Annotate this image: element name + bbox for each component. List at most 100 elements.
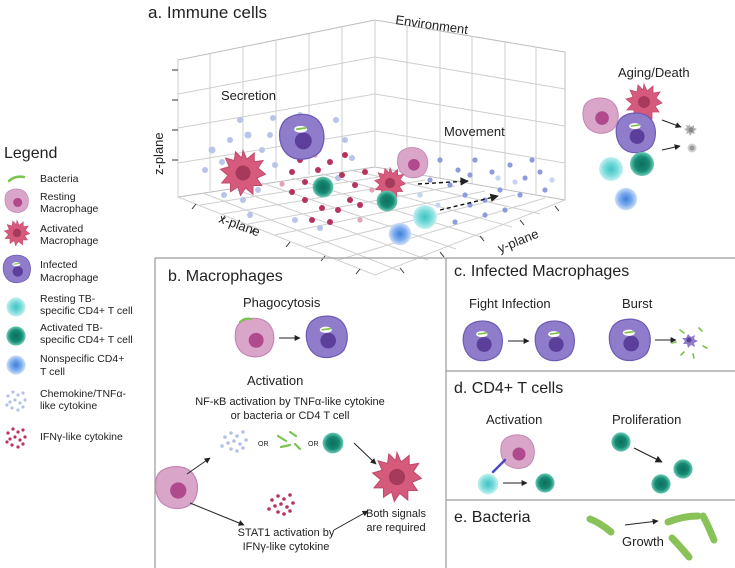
legend-label-resting-macrophage-2: Macrophage: [40, 203, 99, 215]
resting-tb-t-cell-icon: [6, 297, 26, 317]
nfkb-text-1: NF-κB activation by TNFα-like cytokine: [195, 396, 385, 408]
or-label-1: OR: [258, 441, 269, 448]
x-plane-label: x-plane: [217, 211, 262, 240]
death-arrow-1: [661, 119, 682, 128]
aging-nonspecific-t-cell: [614, 187, 638, 211]
panel-c-title: c. Infected Macrophages: [454, 263, 629, 280]
axis-ticks: [172, 69, 560, 275]
panel-e-title: e. Bacteria: [454, 509, 531, 526]
panel-a-title: a. Immune cells: [148, 3, 267, 22]
bacterium-dividing-2: [699, 512, 718, 544]
d-resting-t-cell: [477, 473, 499, 495]
nfkb-branch-arrow: [186, 457, 211, 475]
ifng-cytokine-icon: [5, 427, 27, 449]
activation-label-b: Activation: [247, 373, 303, 388]
growth-arrow: [624, 518, 659, 526]
both-signals-text-2: are required: [366, 522, 425, 534]
legend-label-nonspecific-t-cell-1: Nonspecific CD4+: [40, 353, 124, 365]
stat1-branch-arrow: [189, 502, 245, 526]
bacterium-dividing-3: [668, 534, 693, 561]
daughter-t-cell-1: [673, 459, 693, 479]
d-activated-t-cell: [535, 473, 555, 493]
infected-macrophage-secreting: [278, 113, 325, 161]
nfkb-text-2: or bacteria or CD4 T cell: [231, 410, 350, 422]
activated-t-cell-moving: [376, 190, 398, 212]
aging-resting-t-cell: [599, 157, 623, 181]
y-plane-label: y-plane: [496, 226, 541, 256]
death-arrow-2: [661, 144, 681, 151]
panel-b-activated-macrophage: [372, 452, 422, 502]
bacterium-dividing-1: [664, 512, 702, 526]
legend: Legend Bacteria Resting Macrophage Activ…: [2, 145, 133, 449]
activated-t-cell-secreting: [312, 176, 334, 198]
legend-label-activated-tb-t-cell-2: specific CD4+ T cell: [40, 334, 133, 346]
phagocytosis-resting-macrophage: [234, 317, 275, 358]
proliferation-arrow: [633, 447, 663, 463]
panel-b-title: b. Macrophages: [168, 268, 283, 285]
bacterium-single: [586, 515, 615, 536]
bacteria-cluster-icon: [276, 430, 302, 451]
burst-debris-icon: [671, 327, 708, 359]
legend-label-chemokine-2: like cytokine: [40, 400, 97, 412]
ifng-cloud: [289, 152, 368, 225]
dead-cell-debris-icon: [684, 124, 697, 153]
legend-label-infected-macrophage-1: Infected: [40, 259, 78, 271]
daughter-t-cell-2: [651, 474, 671, 494]
stat1-text-1: STAT1 activation by: [238, 527, 335, 539]
resting-t-cell-moving: [413, 205, 437, 229]
movement-arrow-1: [417, 177, 469, 186]
stat1-text-2: IFNγ-like cytokine: [243, 541, 330, 553]
resting-macrophage-moving: [397, 147, 429, 179]
panel-b: b. Macrophages Phagocytosis Activation N…: [154, 268, 426, 553]
movement-dots-light: [417, 175, 555, 208]
antigen-presenting-macrophage: [500, 434, 535, 469]
or-label-2: OR: [308, 441, 319, 448]
fight-infection-label: Fight Infection: [469, 296, 551, 311]
aging-death-label: Aging/Death: [618, 65, 690, 80]
nfkb-activated-t-cell: [322, 432, 344, 454]
phagocytosis-label: Phagocytosis: [243, 295, 321, 310]
ifng-cytokine-cluster: [267, 493, 295, 516]
movement-label: Movement: [444, 124, 505, 139]
fight-infected-macrophage-before: [462, 320, 504, 362]
infected-macrophage-icon: [2, 254, 32, 284]
panel-d-title: d. CD4+ T cells: [454, 380, 563, 397]
burst-infected-macrophage: [608, 318, 652, 362]
phagocytosis-bacteria-icon: [238, 317, 253, 324]
fight-infected-macrophage-after: [534, 320, 576, 362]
legend-label-activated-macrophage-2: Macrophage: [40, 235, 99, 247]
aging-resting-macrophage: [582, 97, 619, 134]
activation-label-d: Activation: [486, 412, 542, 427]
stat1-to-activated-arrow: [333, 510, 369, 531]
aging-infected-macrophage: [615, 112, 657, 154]
legend-label-nonspecific-t-cell-2: T cell: [40, 366, 65, 378]
legend-label-activated-macrophage-1: Activated: [40, 223, 83, 235]
activated-macrophage-icon: [4, 220, 30, 246]
z-plane-label: z-plane: [151, 132, 166, 175]
legend-label-resting-tb-t-cell-2: specific CD4+ T cell: [40, 305, 133, 317]
phagocytosis-infected-macrophage: [305, 315, 349, 359]
legend-label-bacteria: Bacteria: [40, 173, 79, 185]
proliferation-label: Proliferation: [612, 412, 681, 427]
legend-label-resting-macrophage-1: Resting: [40, 191, 76, 203]
legend-label-activated-tb-t-cell-1: Activated TB-: [40, 322, 103, 334]
panel-d: d. CD4+ T cells Activation Proliferation: [454, 380, 693, 495]
movement-arrow-2: [439, 193, 499, 211]
legend-label-infected-macrophage-2: Macrophage: [40, 272, 99, 284]
panel-dividers: [154, 257, 735, 568]
legend-label-chemokine-1: Chemokine/TNFα-: [40, 388, 127, 400]
legend-label-ifng: IFNγ-like cytokine: [40, 431, 123, 443]
panel-c: c. Infected Macrophages Fight Infection …: [454, 263, 708, 362]
activated-tb-t-cell-icon: [6, 326, 26, 346]
growth-label: Growth: [622, 534, 664, 549]
bacteria-icon: [7, 175, 26, 183]
chemokine-cytokine-icon: [5, 390, 27, 412]
nfkb-to-activated-arrow: [353, 442, 377, 465]
burst-label: Burst: [622, 296, 653, 311]
aging-activated-t-cell: [630, 152, 654, 176]
panel-a: a. Immune cells: [148, 3, 697, 276]
antigen-interaction-icon: [491, 458, 507, 474]
both-signals-text-1: Both signals: [366, 508, 426, 520]
nonspecific-t-cell-icon: [6, 355, 26, 375]
